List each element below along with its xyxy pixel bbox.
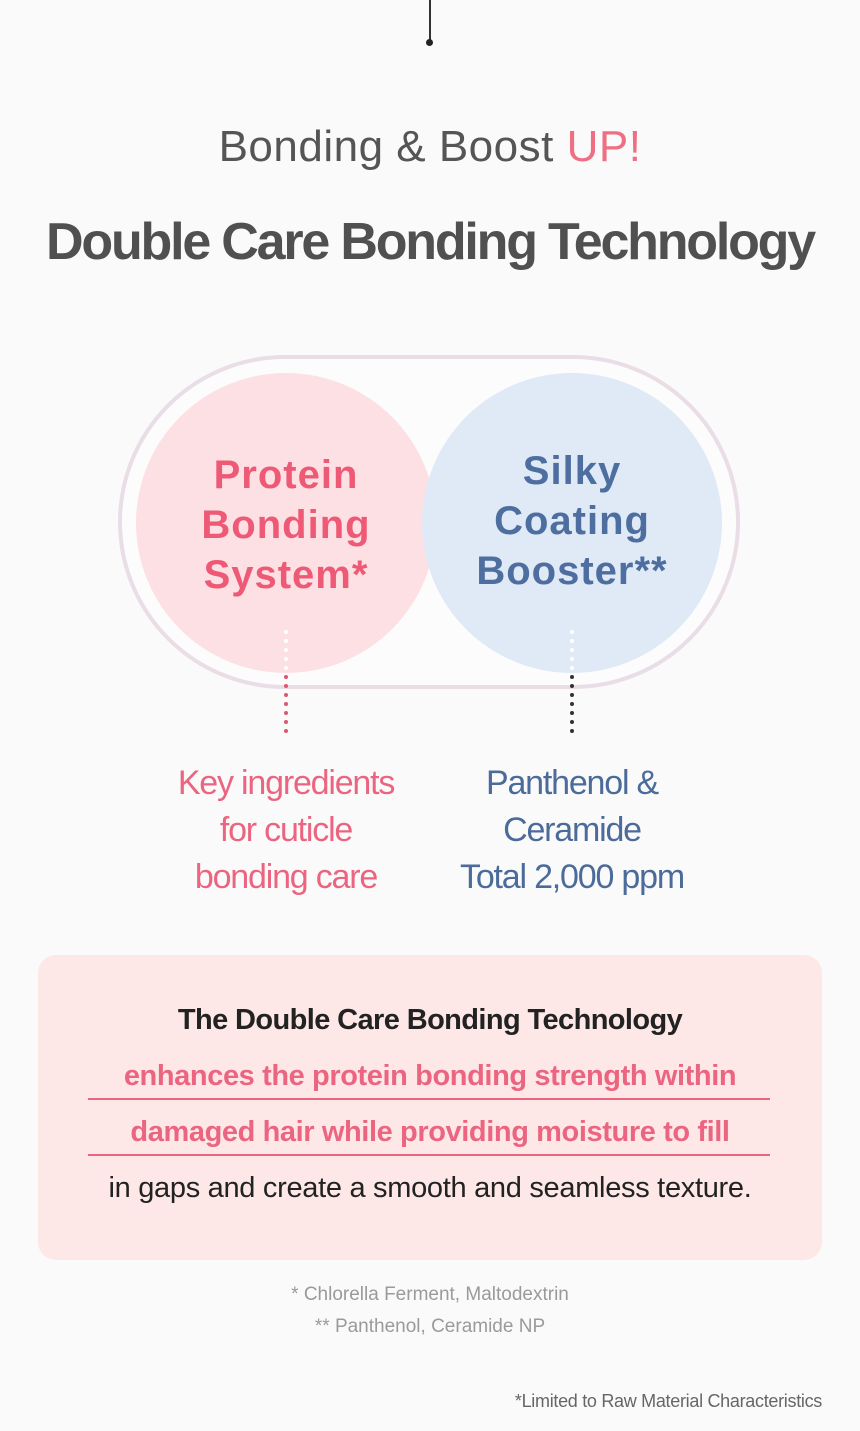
connector-dot xyxy=(284,666,288,670)
left-dotted-connector xyxy=(284,630,288,738)
subtitle-accent: UP! xyxy=(566,122,642,171)
left-description: Key ingredients for cuticle bonding care xyxy=(116,760,456,901)
left-description-line: Key ingredients xyxy=(177,764,396,802)
silky-coating-label: Silky Coating Booster** xyxy=(422,446,722,596)
silky-coating-line: Silky xyxy=(522,449,622,493)
right-description-line: Panthenol & xyxy=(485,764,659,802)
footnote: * Chlorella Ferment, Maltodextrin xyxy=(291,1284,569,1305)
summary-heading: The Double Care Bonding Technology xyxy=(177,1004,683,1036)
connector-dot xyxy=(570,702,574,706)
connector-dot xyxy=(570,720,574,724)
connector-dot xyxy=(284,639,288,643)
protein-bonding-line: Protein xyxy=(213,453,359,497)
right-description: Panthenol & Ceramide Total 2,000 ppm xyxy=(412,760,732,901)
connector-dot xyxy=(570,675,574,679)
connector-dot xyxy=(284,657,288,661)
summary-body-line: in gaps and create a smooth and seamless… xyxy=(108,1172,752,1204)
connector-dot xyxy=(570,684,574,688)
disclaimer: *Limited to Raw Material Characteristics xyxy=(514,1391,822,1411)
connector-dot xyxy=(284,675,288,679)
footnote: ** Panthenol, Ceramide NP xyxy=(314,1316,546,1337)
connector-dot xyxy=(570,639,574,643)
highlight-underline xyxy=(88,1098,770,1100)
connector-dot xyxy=(284,711,288,715)
right-description-line: Total 2,000 ppm xyxy=(460,858,685,896)
connector-dot xyxy=(570,711,574,715)
connector-dot xyxy=(570,693,574,697)
connector-dot xyxy=(570,648,574,652)
left-description-line: for cuticle xyxy=(219,811,353,849)
top-connector-dot xyxy=(426,39,433,46)
connector-dot xyxy=(284,720,288,724)
connector-dot xyxy=(570,630,574,634)
top-connector-line xyxy=(429,0,431,42)
connector-dot xyxy=(284,693,288,697)
connector-dot xyxy=(284,684,288,688)
protein-bonding-line: System* xyxy=(203,553,369,597)
connector-dot xyxy=(284,702,288,706)
protein-bonding-circle xyxy=(136,373,436,673)
protein-bonding-line: Bonding xyxy=(201,503,371,547)
silky-coating-circle xyxy=(422,373,722,673)
subtitle-prefix: Bonding & Boost xyxy=(218,122,567,171)
protein-bonding-label: Protein Bonding System* xyxy=(136,450,436,600)
connector-dot xyxy=(570,666,574,670)
right-description-line: Ceramide xyxy=(503,811,642,849)
page-title: Double Care Bonding Technology xyxy=(46,213,816,271)
connector-dot xyxy=(284,630,288,634)
right-dotted-connector xyxy=(570,630,574,738)
highlight-underline xyxy=(88,1154,770,1156)
summary-box xyxy=(38,955,822,1260)
connector-dot xyxy=(284,729,288,733)
connector-dot xyxy=(570,657,574,661)
summary-highlight-line: damaged hair while providing moisture to… xyxy=(130,1116,730,1148)
silky-coating-line: Coating xyxy=(494,499,650,543)
left-description-line: bonding care xyxy=(194,858,378,896)
silky-coating-line: Booster** xyxy=(476,549,668,593)
summary-highlight-line: enhances the protein bonding strength wi… xyxy=(123,1060,737,1092)
connector-dot xyxy=(284,648,288,652)
subtitle: Bonding & Boost UP! xyxy=(0,122,860,172)
connector-dot xyxy=(570,729,574,733)
